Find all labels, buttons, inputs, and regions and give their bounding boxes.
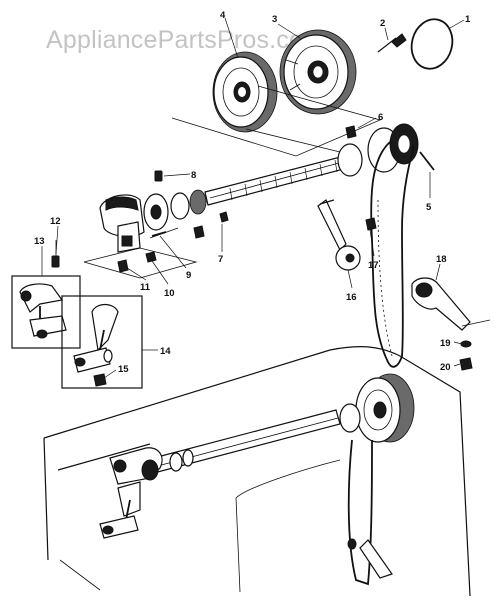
callout-15: 15 bbox=[118, 364, 129, 375]
part-spring-10 bbox=[145, 251, 157, 263]
part-lever-16 bbox=[317, 199, 361, 271]
part-screw-20 bbox=[459, 357, 473, 371]
part-set-screw-8 bbox=[154, 170, 163, 182]
callout-1: 1 bbox=[465, 14, 471, 25]
lower-shaft-assembly bbox=[145, 373, 415, 586]
part-screw-15 bbox=[93, 373, 107, 387]
callout-labels: 1 2 3 4 5 6 7 8 9 10 11 12 13 14 15 16 1… bbox=[34, 10, 471, 375]
part-screw-12 bbox=[51, 255, 60, 268]
part-screw-17 bbox=[365, 217, 377, 231]
callout-6: 6 bbox=[378, 112, 383, 123]
machine-body-outline bbox=[43, 346, 471, 597]
callout-7: 7 bbox=[218, 254, 223, 265]
callout-16: 16 bbox=[346, 292, 357, 303]
part-screw-2 bbox=[377, 33, 407, 53]
callout-9: 9 bbox=[186, 270, 191, 281]
callout-18: 18 bbox=[436, 254, 447, 265]
callout-19: 19 bbox=[440, 338, 451, 349]
callout-20: 20 bbox=[440, 362, 451, 373]
part-screw-11 bbox=[117, 259, 129, 273]
callout-4: 4 bbox=[220, 10, 226, 21]
part-handwheel-4 bbox=[212, 51, 278, 133]
callout-8: 8 bbox=[191, 170, 196, 181]
part-hook-drive-cam bbox=[99, 189, 207, 253]
callout-3: 3 bbox=[272, 14, 277, 25]
watermark: AppliancePartsPros.com bbox=[46, 26, 324, 54]
lower-hook-mechanism bbox=[99, 447, 194, 539]
callout-10: 10 bbox=[164, 288, 175, 299]
part-main-shaft bbox=[204, 153, 356, 206]
callout-12: 12 bbox=[50, 216, 61, 227]
part-pin-5 bbox=[419, 151, 435, 171]
assembly-lines-upper bbox=[171, 85, 382, 157]
callout-17: 17 bbox=[368, 260, 379, 271]
part-shaft-pulley bbox=[337, 123, 419, 177]
part-motor-bracket-18 bbox=[411, 277, 491, 331]
part-washer-19 bbox=[460, 340, 472, 348]
callout-13: 13 bbox=[34, 236, 45, 247]
callout-14: 14 bbox=[160, 346, 171, 357]
part-screw-7 bbox=[193, 211, 229, 239]
part-o-ring bbox=[410, 18, 454, 70]
part-gear-pulley-3 bbox=[279, 29, 357, 115]
part-drive-belt bbox=[370, 141, 415, 368]
callout-leaders bbox=[41, 17, 465, 379]
part-box-14 bbox=[61, 295, 143, 389]
callout-2: 2 bbox=[380, 18, 385, 29]
part-box-13 bbox=[11, 275, 81, 349]
callout-11: 11 bbox=[140, 282, 151, 293]
part-pin-9 bbox=[151, 231, 167, 237]
callout-5: 5 bbox=[426, 202, 432, 213]
